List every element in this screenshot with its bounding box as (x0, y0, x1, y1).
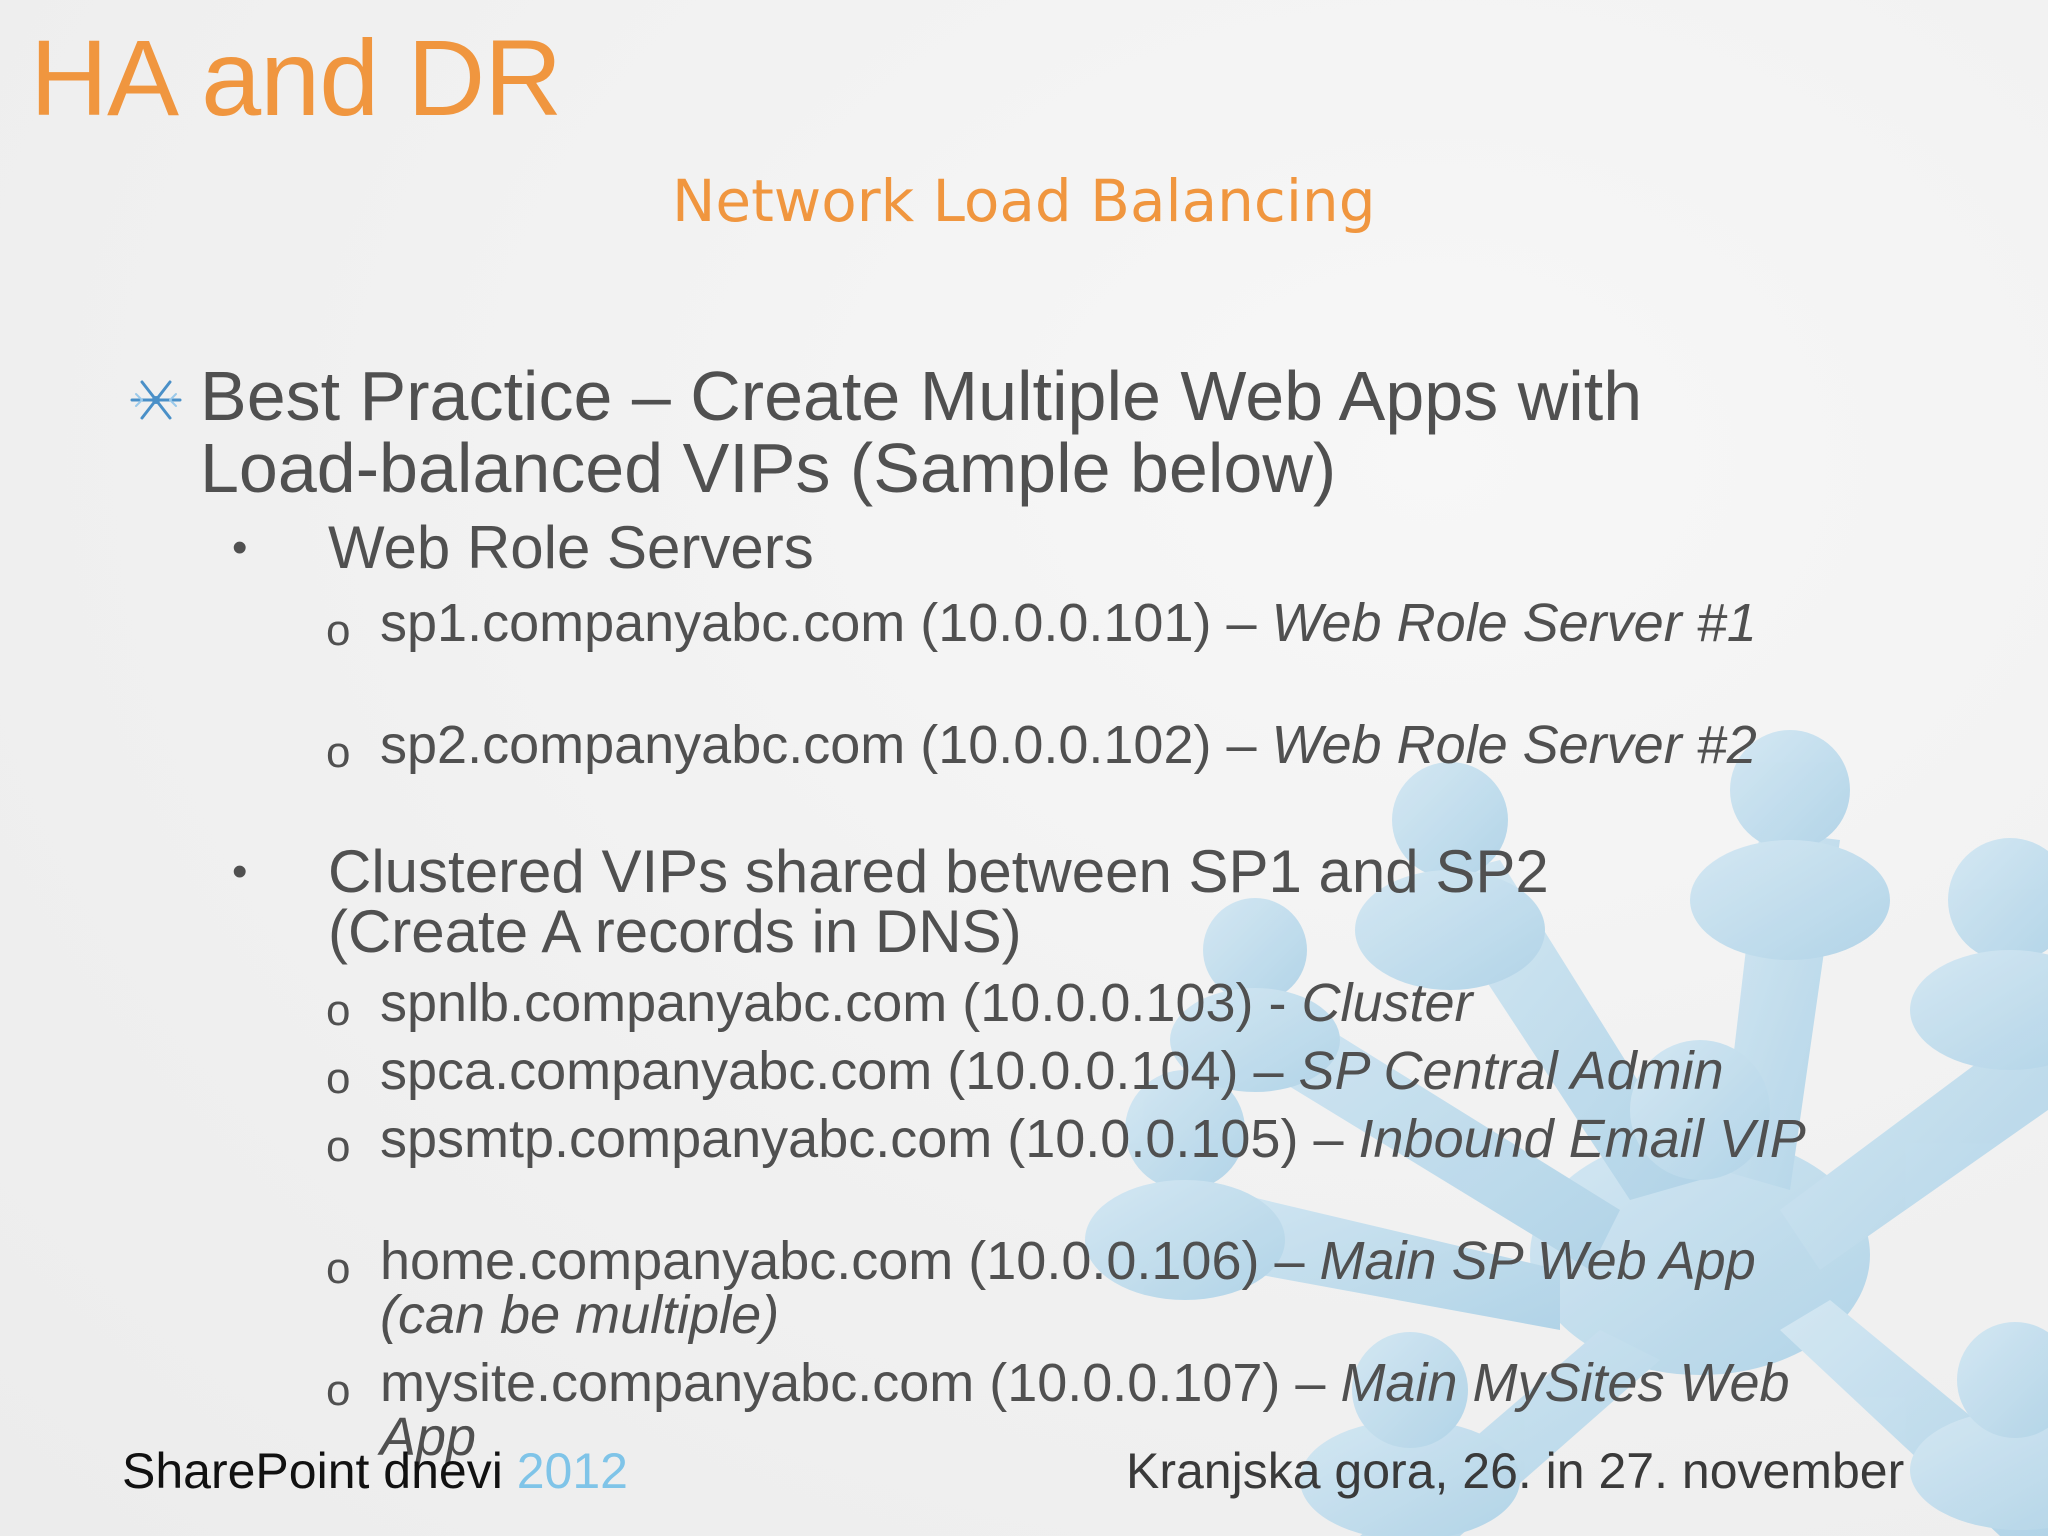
list-item-label: Web Role Servers (328, 514, 814, 581)
host-description: Web Role Server #1 (1271, 593, 1757, 653)
sub-bullet: o (326, 728, 351, 777)
list-item-web-role-servers: • Web Role Servers (232, 518, 814, 578)
sub-item-text: spnlb.companyabc.com (10.0.0.103) - Clus… (380, 976, 1820, 1030)
sub-bullet: o (326, 986, 351, 1035)
host-description: Inbound Email VIP (1358, 1109, 1806, 1169)
sub-item-text: spsmtp.companyabc.com (10.0.0.105) – Inb… (380, 1112, 1820, 1166)
host-description: SP Central Admin (1298, 1041, 1724, 1101)
sub-bullet: o (326, 1244, 351, 1293)
snowflake-icon (130, 380, 182, 420)
host-description: Cluster (1301, 973, 1473, 1033)
host-text: sp2.companyabc.com (10.0.0.102) – (380, 715, 1272, 775)
footer-brand: SharePoint dnevi 2012 (122, 1446, 628, 1496)
host-text: spca.companyabc.com (10.0.0.104) – (380, 1041, 1299, 1101)
footer-brand-text: SharePoint dnevi (122, 1443, 517, 1499)
host-text: sp1.companyabc.com (10.0.0.101) – (380, 593, 1272, 653)
sub-item-text: mysite.companyabc.com (10.0.0.107) – Mai… (380, 1356, 1820, 1464)
host-text: spsmtp.companyabc.com (10.0.0.105) – (380, 1109, 1359, 1169)
sub-bullet: o (326, 1054, 351, 1103)
slide-subtitle: Network Load Balancing (672, 167, 1376, 235)
sub-item-text: spca.companyabc.com (10.0.0.104) – SP Ce… (380, 1044, 1820, 1098)
sub-bullet: o (326, 1122, 351, 1171)
host-text: home.companyabc.com (10.0.0.106) – (380, 1231, 1320, 1291)
slide-title: HA and DR (30, 17, 562, 138)
list-item-label: Clustered VIPs shared between SP1 and SP… (328, 838, 1549, 965)
list-item-clustered-vips: • Clustered VIPs shared between SP1 and … (232, 842, 1668, 962)
main-bullet-text: Best Practice – Create Multiple Web Apps… (200, 357, 1643, 507)
host-description: Main SP Web App (can be multiple) (380, 1231, 1756, 1345)
sub-item-text: home.companyabc.com (10.0.0.106) – Main … (380, 1234, 1820, 1342)
sub-item-text: sp2.companyabc.com (10.0.0.102) – Web Ro… (380, 718, 1820, 772)
bullet-dot: • (232, 523, 248, 572)
sub-bullet: o (326, 1366, 351, 1415)
bullet-dot: • (232, 847, 248, 896)
footer-year: 2012 (516, 1443, 628, 1499)
host-description: Web Role Server #2 (1271, 715, 1757, 775)
sub-item-text: sp1.companyabc.com (10.0.0.101) – Web Ro… (380, 596, 1820, 650)
host-text: mysite.companyabc.com (10.0.0.107) – (380, 1353, 1341, 1413)
host-description: Main MySites Web App (380, 1353, 1790, 1467)
host-text: spnlb.companyabc.com (10.0.0.103) - (380, 973, 1302, 1033)
sub-bullet: o (326, 606, 351, 655)
footer-location: Kranjska gora, 26. in 27. november (1126, 1443, 1905, 1499)
